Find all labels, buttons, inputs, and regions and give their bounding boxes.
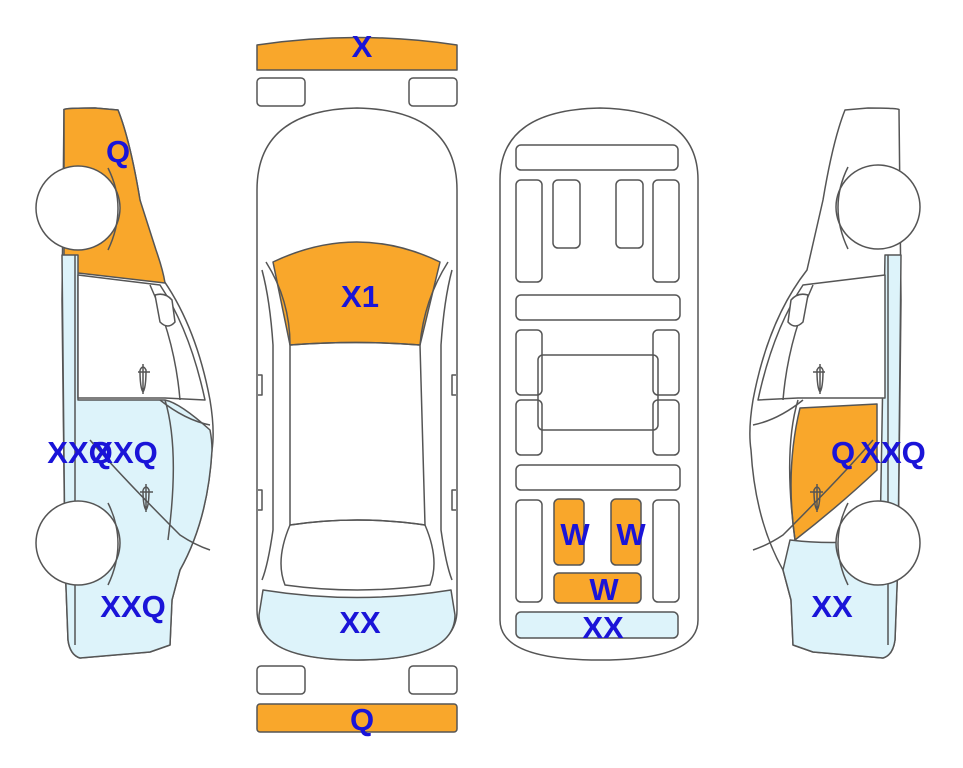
under-center-block xyxy=(537,354,659,431)
right-side-view xyxy=(749,107,921,659)
top-right-side-line xyxy=(440,269,453,581)
left-rear-wheel-arch xyxy=(107,502,119,586)
taillight-left xyxy=(256,665,306,695)
label-right-door-a: Q xyxy=(831,435,855,470)
under-panel-right xyxy=(610,498,642,566)
top-body-outline xyxy=(256,107,458,661)
top-mirror-right-rear xyxy=(451,489,456,511)
under-slot-right xyxy=(615,179,644,249)
label-under-bottom: XX xyxy=(582,610,624,645)
underbody-view xyxy=(499,107,699,661)
rear-bumper xyxy=(256,703,458,733)
label-left-rear: XXQ xyxy=(100,589,165,624)
label-right-door-b: XXQ xyxy=(860,435,925,470)
right-rear-wheel xyxy=(835,500,921,586)
left-rear-wheel xyxy=(35,500,121,586)
under-right-rail-front xyxy=(652,179,680,283)
left-glass-line xyxy=(159,399,211,426)
top-left-door-line xyxy=(265,261,291,346)
top-right-door-line xyxy=(419,261,449,346)
label-under-panel-left: W xyxy=(560,517,590,552)
label-hood: X1 xyxy=(341,279,379,314)
under-right-rail-rear xyxy=(652,499,680,603)
rear-window xyxy=(280,519,435,591)
top-left-side-line xyxy=(261,269,274,581)
headlight-left xyxy=(256,77,306,107)
underbody-outline xyxy=(499,107,699,661)
front-bumper xyxy=(256,36,458,71)
taillight-right xyxy=(408,665,458,695)
under-panel-lower xyxy=(553,572,642,604)
top-mirror-right xyxy=(451,374,456,396)
right-rear-wheel-arch xyxy=(837,502,849,586)
label-under-panel-lower: W xyxy=(589,572,619,607)
label-left-fender: Q xyxy=(106,134,130,169)
left-mirror xyxy=(154,293,176,327)
label-front-bumper: X xyxy=(352,29,373,64)
label-rear-panel: XX xyxy=(339,605,381,640)
under-left-rail-rear xyxy=(515,499,543,603)
under-mid-right xyxy=(652,329,680,396)
right-door-seam xyxy=(752,439,874,551)
label-rear-bumper: Q xyxy=(350,702,374,737)
under-panel-left xyxy=(553,498,585,566)
right-window xyxy=(757,274,886,401)
under-mid-right-2 xyxy=(652,399,680,456)
right-front-wheel xyxy=(835,164,921,250)
under-slot-left xyxy=(552,179,581,249)
right-door-handle-front xyxy=(813,364,825,394)
label-under-panel-right: W xyxy=(616,517,646,552)
label-left-door-b: XXQ xyxy=(92,435,157,470)
top-mirror-left-rear xyxy=(258,489,263,511)
left-front-wheel xyxy=(35,165,121,251)
under-cross-1 xyxy=(515,294,681,321)
left-door-handle-front xyxy=(138,364,150,394)
label-right-rear: XX xyxy=(811,589,853,624)
right-glass-line xyxy=(752,399,804,426)
rear-panel xyxy=(258,589,456,661)
left-window xyxy=(77,274,206,401)
under-cross-2 xyxy=(515,464,681,491)
top-view xyxy=(256,36,458,733)
top-mirror-left xyxy=(258,374,263,396)
left-rocker xyxy=(164,399,175,541)
right-door-handle-rear xyxy=(810,484,823,512)
right-mirror xyxy=(787,293,809,327)
right-rocker xyxy=(788,399,799,541)
under-left-rail-front xyxy=(515,179,543,283)
label-left-door-a: XXQ xyxy=(47,435,112,470)
left-side-view xyxy=(35,107,214,659)
headlight-right xyxy=(408,77,458,107)
right-front-wheel-arch xyxy=(837,166,849,250)
under-front-bar xyxy=(515,144,679,171)
under-bottom-panel xyxy=(515,611,679,639)
left-door-handle-rear xyxy=(140,484,153,512)
left-front-wheel-arch xyxy=(107,167,119,251)
under-mid-left-2 xyxy=(515,399,543,456)
under-mid-left xyxy=(515,329,543,396)
